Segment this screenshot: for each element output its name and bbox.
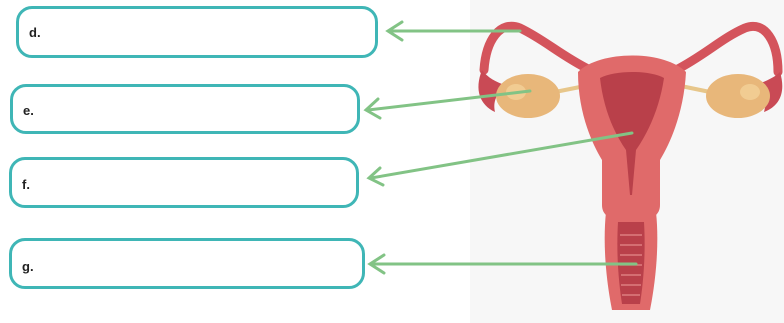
label-e: e. — [23, 103, 34, 118]
answer-box-g[interactable]: g. — [9, 238, 365, 289]
answer-box-f[interactable]: f. — [9, 157, 359, 208]
label-g: g. — [22, 259, 34, 274]
answer-box-d[interactable]: d. — [16, 6, 378, 58]
left-ovary — [496, 74, 560, 118]
right-ovary — [706, 74, 770, 118]
right-ovary-follicle — [740, 84, 760, 100]
label-f: f. — [22, 177, 30, 192]
answer-box-e[interactable]: e. — [10, 84, 360, 134]
label-d: d. — [29, 25, 41, 40]
